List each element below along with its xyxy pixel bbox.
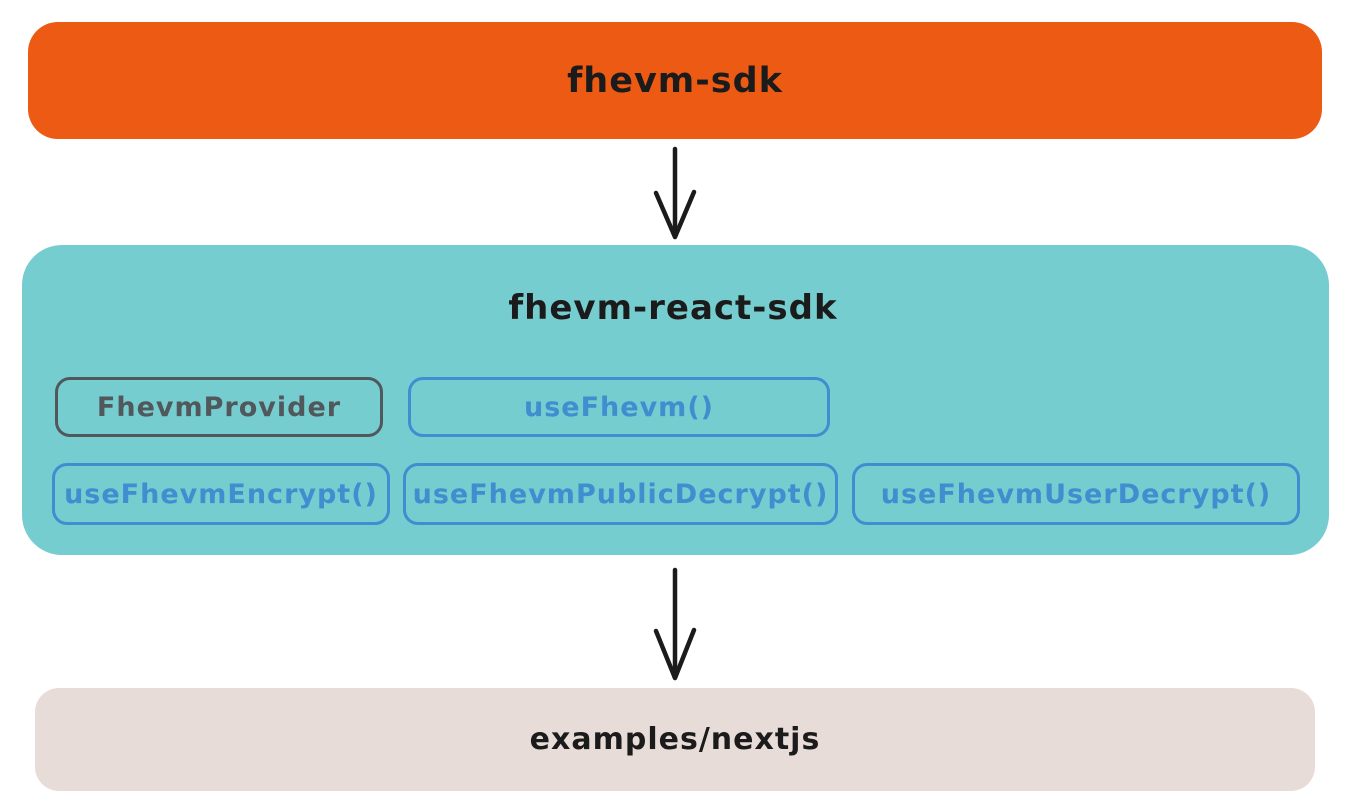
subnode-use-fhevm-encrypt-label: useFhevmEncrypt() — [64, 478, 378, 510]
arrow-down-icon — [653, 567, 697, 681]
node-examples-nextjs: examples/nextjs — [35, 688, 1315, 791]
subnode-use-fhevm-public-decrypt-label: useFhevmPublicDecrypt() — [412, 478, 829, 510]
subnode-fhevm-provider: FhevmProvider — [55, 377, 383, 437]
subnode-use-fhevm: useFhevm() — [408, 377, 830, 437]
subnode-use-fhevm-user-decrypt: useFhevmUserDecrypt() — [852, 463, 1300, 525]
node-examples-nextjs-label: examples/nextjs — [529, 722, 821, 757]
arrow-down-icon — [653, 146, 697, 240]
subnode-use-fhevm-public-decrypt: useFhevmPublicDecrypt() — [403, 463, 838, 525]
node-fhevm-react-sdk — [22, 245, 1329, 555]
arrow-head — [653, 627, 697, 681]
node-fhevm-react-sdk-label: fhevm-react-sdk — [508, 288, 838, 328]
subnode-use-fhevm-user-decrypt-label: useFhevmUserDecrypt() — [880, 478, 1272, 510]
subnode-fhevm-provider-label: FhevmProvider — [96, 391, 342, 423]
node-fhevm-sdk: fhevm-sdk — [28, 22, 1322, 139]
node-fhevm-sdk-label: fhevm-sdk — [567, 60, 783, 101]
arrow-head — [653, 189, 697, 240]
subnode-use-fhevm-label: useFhevm() — [524, 391, 714, 423]
subnode-use-fhevm-encrypt: useFhevmEncrypt() — [52, 463, 390, 525]
